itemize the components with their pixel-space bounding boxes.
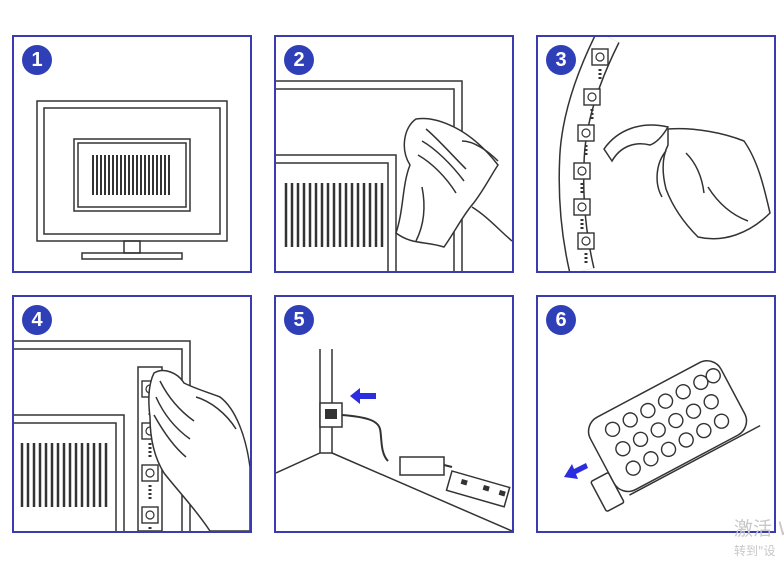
- step-4-badge: 4: [22, 305, 52, 335]
- step-3-panel: 3: [536, 35, 776, 273]
- cleaning-cloth-hand-icon: [276, 80, 512, 271]
- watermark-line-2: 转到"设: [734, 544, 776, 558]
- step-1-badge: 1: [22, 45, 52, 75]
- step-5-panel: 5: [274, 295, 514, 533]
- step-3-badge: 3: [546, 45, 576, 75]
- step-6-badge: 6: [546, 305, 576, 335]
- step-2-badge: 2: [284, 45, 314, 75]
- step-5-badge: 5: [284, 305, 314, 335]
- step-6-panel: 6: [536, 295, 776, 533]
- step-1-panel: 1: [12, 35, 252, 273]
- peel-adhesive-strip-icon: [558, 37, 771, 271]
- tv-icon: [36, 100, 228, 260]
- remote-control-icon: [564, 360, 761, 512]
- press-strip-onto-tv-icon: [14, 340, 250, 531]
- watermark-line-1: 激活 W: [734, 518, 784, 540]
- step-4-panel: 4: [12, 295, 252, 533]
- step-2-panel: 2: [274, 35, 514, 273]
- usb-plug-in-icon: [276, 349, 512, 531]
